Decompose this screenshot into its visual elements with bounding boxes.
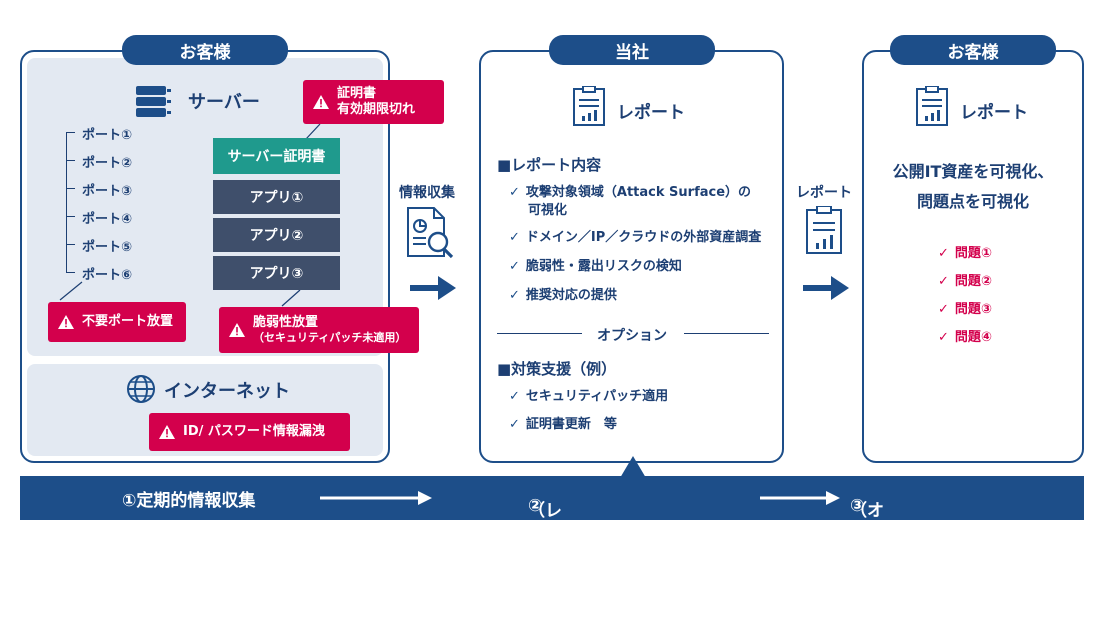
id-warning-text: ID/ パスワード情報漏洩	[183, 423, 325, 439]
customer-label-left: お客様	[122, 35, 288, 65]
report-flow-label: レポート	[796, 185, 852, 201]
problem-text: 問題④	[954, 330, 992, 345]
support-text: 証明書更新 等	[525, 417, 617, 432]
app-box: アプリ③	[213, 256, 340, 290]
report-content-text: 攻撃対象領域（Attack Surface）の	[525, 185, 752, 200]
id-leak-warning: ID/ パスワード情報漏洩	[149, 413, 350, 451]
internet-label: インターネット	[164, 381, 290, 402]
visualize-message-line1: 公開IT資産を可視化、	[892, 162, 1054, 181]
arrow-right-icon	[320, 491, 432, 505]
port-warning-text: 不要ポート放置	[82, 313, 174, 329]
warning-icon	[229, 323, 245, 337]
step3-sub: （オプション）	[850, 501, 884, 596]
customer-panel-right	[862, 50, 1084, 463]
globe-icon	[127, 375, 155, 403]
step1-label: ①定期的情報収集	[122, 491, 256, 511]
vuln-warning-line1: 脆弱性放置	[253, 315, 319, 330]
step2-sub: （レポーティング）	[528, 501, 562, 621]
arrow-right-icon	[410, 276, 456, 300]
problem-item: ✓問題③	[938, 302, 992, 317]
arrow-right-icon	[803, 276, 849, 300]
report-icon	[806, 206, 842, 254]
cert-warning-line1: 証明書	[337, 85, 377, 101]
port-item: ポート④	[82, 212, 133, 227]
support-text: セキュリティパッチ適用	[525, 389, 669, 404]
support-heading: ■対策支援（例）	[497, 360, 617, 378]
support-item: ✓証明書更新 等	[509, 417, 617, 432]
report-content-text: 推奨対応の提供	[525, 288, 617, 303]
visualize-message-line2: 問題点を可視化	[916, 192, 1029, 211]
report-content-item-cont: 可視化	[528, 202, 567, 220]
port-tree-line	[66, 132, 67, 273]
bar-pointer	[620, 456, 646, 478]
port-tick	[66, 216, 75, 217]
vuln-warning-line2: （セキュリティパッチ未適用）	[253, 331, 407, 345]
option-divider-left	[497, 333, 582, 334]
warning-icon	[58, 315, 74, 329]
app-box: アプリ①	[213, 180, 340, 214]
info-collect-label: 情報収集	[399, 185, 455, 201]
port-tick	[66, 272, 75, 273]
problem-item: ✓問題④	[938, 330, 992, 345]
report-content-text: ドメイン／IP／クラウドの外部資産調査	[525, 230, 762, 245]
company-report-title: レポート	[617, 103, 685, 123]
company-panel	[479, 50, 784, 463]
process-bar: ①定期的情報収集 ②定期報告（レポーティング） ③定期報告会（オプション）	[20, 476, 1084, 641]
port-tick	[66, 188, 75, 189]
problem-item: ✓問題①	[938, 246, 992, 261]
customer-report-title: レポート	[960, 103, 1028, 123]
port-tick	[66, 244, 75, 245]
document-search-icon	[407, 207, 454, 259]
port-item: ポート②	[82, 156, 133, 171]
app-box: アプリ②	[213, 218, 340, 252]
company-label: 当社	[549, 35, 715, 65]
report-content-item: ✓攻撃対象領域（Attack Surface）の	[509, 185, 752, 200]
report-contents-heading: ■レポート内容	[497, 156, 602, 174]
report-content-text: 可視化	[528, 203, 568, 218]
port-item: ポート⑥	[82, 268, 133, 283]
port-item: ポート①	[82, 128, 133, 143]
problem-item: ✓問題②	[938, 274, 992, 289]
arrow-right-icon	[760, 491, 840, 505]
report-content-item: ✓ドメイン／IP／クラウドの外部資産調査	[509, 230, 762, 245]
report-icon	[916, 86, 948, 126]
cert-warning-line2: 有効期限切れ	[337, 102, 416, 117]
problem-text: 問題③	[954, 302, 992, 317]
vulnerability-warning: 脆弱性放置（セキュリティパッチ未適用）	[219, 307, 419, 353]
warning-icon	[159, 425, 175, 439]
port-item: ポート⑤	[82, 240, 133, 255]
connector-lines	[59, 123, 321, 307]
option-label: オプション	[597, 328, 667, 344]
option-divider-right	[684, 333, 769, 334]
port-item: ポート③	[82, 184, 133, 199]
report-icon	[573, 86, 605, 126]
report-content-item: ✓脆弱性・露出リスクの検知	[509, 259, 682, 274]
warning-icon	[313, 95, 329, 109]
server-label: サーバー	[188, 92, 260, 113]
server-cert-box: サーバー証明書	[213, 138, 340, 174]
port-tick	[66, 160, 75, 161]
report-content-text: 脆弱性・露出リスクの検知	[525, 259, 682, 274]
cert-expired-warning: 証明書有効期限切れ	[303, 80, 444, 124]
support-item: ✓セキュリティパッチ適用	[509, 389, 669, 404]
port-tick	[66, 132, 75, 133]
unused-port-warning: 不要ポート放置	[48, 302, 186, 342]
report-content-item: ✓推奨対応の提供	[509, 288, 617, 303]
problem-text: 問題①	[954, 246, 992, 261]
server-icon	[136, 86, 171, 117]
customer-label-right: お客様	[890, 35, 1056, 65]
problem-text: 問題②	[954, 274, 992, 289]
